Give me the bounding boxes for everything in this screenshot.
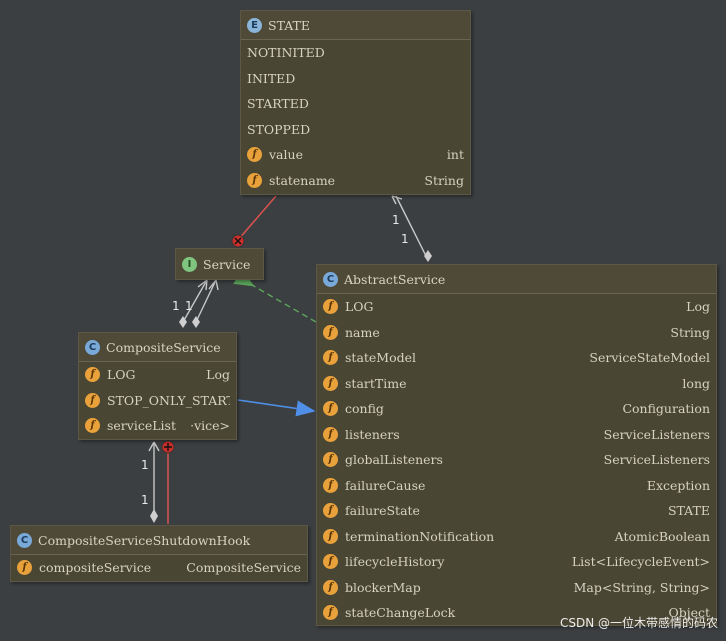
aggregation-diamond-hook (150, 509, 158, 523)
class-icon: C (323, 271, 338, 287)
field-type: String (424, 172, 464, 188)
enum-icon: E (247, 17, 262, 33)
edge-state-service (237, 195, 277, 241)
field-icon: f (323, 452, 338, 468)
field-icon: f (323, 375, 338, 391)
mult-state-abstract-b: 1 (401, 232, 409, 246)
abstract-service-title: AbstractService (344, 271, 446, 287)
field-icon: f (323, 477, 338, 493)
field-icon: f (85, 392, 100, 408)
field-icon: f (323, 528, 338, 544)
field-icon: f (323, 299, 338, 315)
aggregation-diamond-abstract (424, 250, 432, 262)
edge-composite-abstract (237, 399, 316, 417)
mult-composite-hook-a: 1 (141, 458, 149, 472)
field-icon: f (323, 426, 338, 442)
field-name: statename (269, 172, 336, 188)
field-row: f statename String (241, 168, 470, 194)
enum-constant: STOPPED (247, 121, 311, 137)
inner-class-marker-top (231, 234, 245, 248)
state-enum-node[interactable]: E STATE NOTINITED INITED STARTED STOPPED… (240, 10, 471, 195)
service-header: I Service (176, 249, 263, 279)
aggregation-diamond-composite-b (192, 316, 200, 328)
edge-abstract-service (233, 269, 317, 323)
field-icon: f (323, 350, 338, 366)
mult-composite-hook-b: 1 (141, 493, 149, 507)
field-icon: f (85, 367, 100, 383)
field-name: value (269, 147, 303, 163)
enum-constant: INITED (247, 70, 296, 86)
shutdown-hook-header: C CompositeServiceShutdownHook (11, 526, 307, 555)
enum-constant: NOTINITED (247, 45, 325, 61)
field-type: int (446, 147, 464, 163)
field-icon: f (323, 554, 338, 570)
field-row: f value int (241, 142, 470, 168)
interface-icon: I (182, 256, 197, 272)
field-icon: f (323, 579, 338, 595)
field-icon: f (323, 503, 338, 519)
field-icon: f (17, 560, 32, 576)
abstract-service-header: C AbstractService (317, 265, 716, 294)
composite-service-title: CompositeService (106, 339, 221, 355)
aggregation-diamond-composite-a (179, 316, 187, 328)
inner-class-marker-bottom (161, 440, 175, 454)
field-icon: f (323, 324, 338, 340)
shutdown-hook-title: CompositeServiceShutdownHook (38, 532, 251, 548)
enum-constant: STARTED (247, 96, 309, 112)
edge-composite-service-b (195, 279, 217, 323)
field-icon: f (247, 147, 262, 163)
csdn-watermark: CSDN @一位木带感情的码农 (559, 616, 718, 630)
class-icon: C (17, 532, 32, 548)
mult-service-composite-b: 1 (185, 299, 193, 313)
field-icon: f (323, 605, 338, 621)
arrowhead-composite (148, 441, 160, 452)
composite-service-header: C CompositeService (79, 333, 236, 362)
arrowhead-state (391, 195, 403, 205)
class-icon: C (85, 339, 100, 355)
mult-service-composite-a: 1 (172, 299, 180, 313)
state-enum-title: STATE (268, 17, 311, 33)
field-icon: f (247, 172, 262, 188)
mult-state-abstract-a: 1 (392, 213, 400, 227)
arrowhead-service-a (197, 279, 208, 291)
state-enum-header: E STATE (241, 11, 470, 40)
field-icon: f (323, 401, 338, 417)
service-title: Service (203, 256, 251, 272)
service-interface-node[interactable]: I Service (175, 248, 264, 280)
field-icon: f (85, 418, 100, 434)
edge-composite-service-a (182, 279, 208, 323)
edge-abstract-state (395, 195, 427, 257)
arrowhead-service-b (208, 279, 219, 291)
